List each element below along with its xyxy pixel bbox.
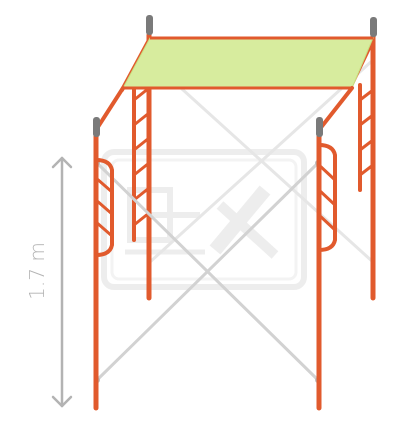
height-label: 1.7 m bbox=[25, 242, 49, 300]
post-cap bbox=[370, 17, 377, 37]
post-cap bbox=[316, 117, 323, 137]
post-caps bbox=[93, 15, 377, 137]
post-cap bbox=[146, 15, 153, 35]
height-dimension bbox=[51, 156, 73, 408]
front-cross-braces bbox=[95, 161, 320, 382]
front-right-frame bbox=[316, 86, 354, 411]
post-cap bbox=[93, 117, 100, 137]
watermark-logo bbox=[101, 149, 307, 290]
platform bbox=[122, 37, 374, 89]
front-left-frame bbox=[93, 86, 125, 411]
